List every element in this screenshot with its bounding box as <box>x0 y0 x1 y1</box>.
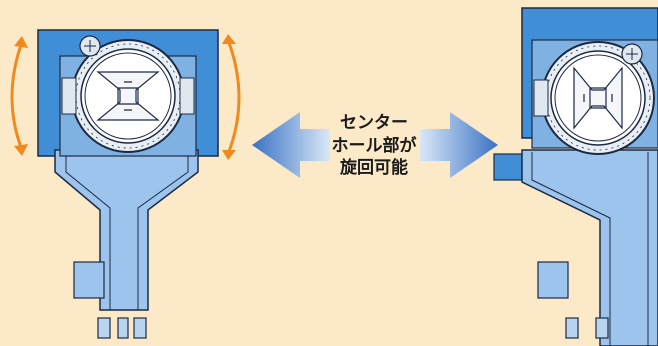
right-lower-arm <box>521 149 658 346</box>
left-foot-2 <box>117 317 129 339</box>
right-block-arrow <box>420 112 498 178</box>
left-block-arrow <box>252 112 330 178</box>
caption-line-2: ホール部が <box>331 135 417 156</box>
right-center-hole-icon <box>573 66 623 130</box>
caption-line-1: センター <box>340 113 408 133</box>
center-hole-caption: センター ホール部が 旋回可能 <box>296 112 452 180</box>
caption-line-3: 旋回可能 <box>340 158 408 178</box>
left-chuck-unit <box>37 29 219 339</box>
right-rotating-ring <box>541 41 655 155</box>
right-chuck-unit <box>493 7 658 346</box>
right-foot-1 <box>565 317 579 339</box>
left-rotation-arrows <box>10 34 241 160</box>
left-foot-1 <box>97 317 111 339</box>
right-side-block <box>537 261 569 299</box>
left-side-block <box>73 261 105 299</box>
left-center-hole-icon <box>96 71 160 121</box>
left-rotation-arrow-outer <box>10 41 24 151</box>
left-rotating-ring <box>71 39 185 153</box>
left-foot-3 <box>133 317 147 339</box>
right-side-tab <box>493 153 523 181</box>
left-rotation-arrow-inner <box>226 39 241 155</box>
right-foot-2 <box>595 317 609 339</box>
